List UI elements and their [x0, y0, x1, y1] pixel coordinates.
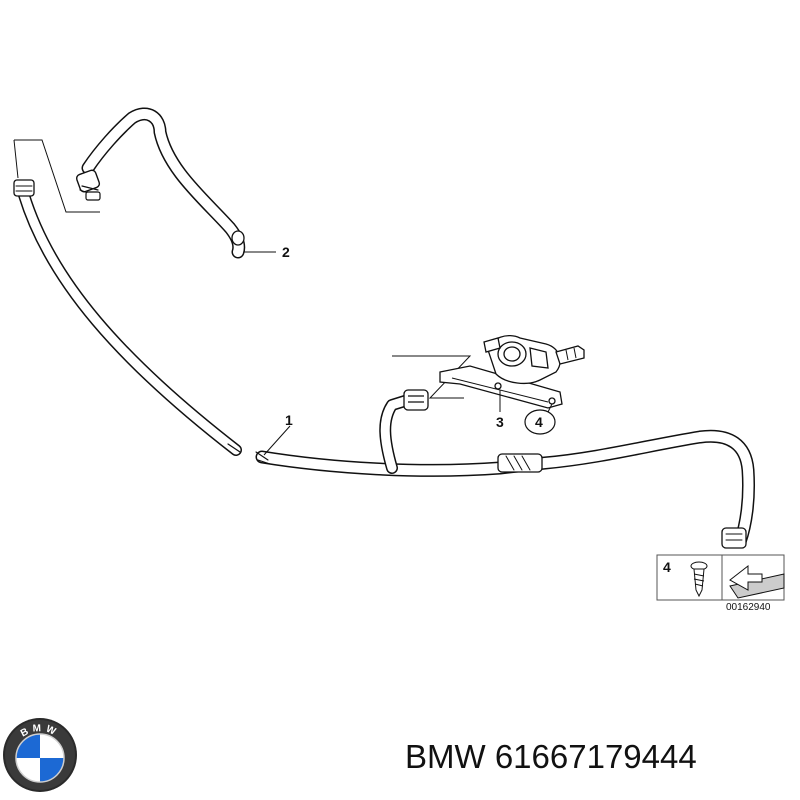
caption-brand: BMW: [405, 738, 486, 775]
legend-box: 4 00162940: [656, 554, 785, 613]
reference-lines-upper: [13, 139, 100, 213]
caption: BMW 61667179444: [405, 738, 697, 776]
hose-1-left-section: [13, 179, 242, 456]
callout-1: 1: [285, 412, 293, 428]
callout-4: 4: [535, 414, 543, 430]
legend-item-number: 4: [663, 559, 671, 575]
branch-fitting: [403, 389, 429, 411]
hose-2: [75, 107, 246, 259]
hose-1-main-section: [255, 394, 755, 549]
valve-assembly: [439, 335, 585, 409]
hose-2-connector: [75, 169, 101, 201]
callout-3: 3: [496, 414, 504, 430]
screw-icon: [690, 561, 708, 598]
callout-4-circle: [524, 409, 556, 435]
bmw-logo: BMW: [3, 718, 77, 792]
caption-part-number: 61667179444: [494, 738, 697, 775]
callout-2: 2: [282, 244, 290, 260]
arrow-mount-icon: [729, 564, 785, 599]
drawing-number: 00162940: [726, 602, 771, 613]
leader-lines: [244, 251, 553, 456]
